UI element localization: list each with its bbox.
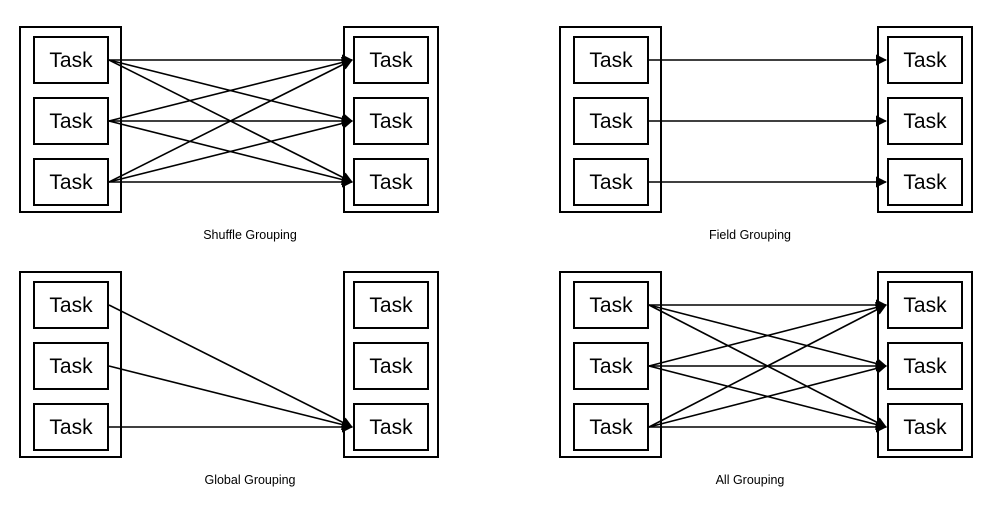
- source-task-2[interactable]: Task: [573, 97, 649, 145]
- caption-all-grouping: All Grouping: [715, 473, 785, 487]
- source-task-3[interactable]: Task: [573, 403, 649, 451]
- edge-1-to-2: [648, 304, 888, 369]
- source-task-1[interactable]: Task: [573, 36, 649, 84]
- target-task-2[interactable]: Task: [887, 97, 963, 145]
- caption-shuffle-grouping: Shuffle Grouping: [203, 228, 297, 242]
- quadrant-shuffle-grouping: Task Task Task Task Task Task Shuffle Gr…: [0, 0, 500, 262]
- target-task-1[interactable]: Task: [887, 36, 963, 84]
- edge-2-to-3: [108, 120, 354, 185]
- source-task-1[interactable]: Task: [573, 281, 649, 329]
- target-task-3[interactable]: Task: [887, 403, 963, 451]
- target-task-2[interactable]: Task: [887, 342, 963, 390]
- target-task-3[interactable]: Task: [353, 403, 429, 451]
- target-task-1[interactable]: Task: [887, 281, 963, 329]
- target-task-2[interactable]: Task: [353, 342, 429, 390]
- edge-3-to-1: [108, 59, 354, 183]
- edge-2-to-1: [108, 57, 354, 122]
- caption-global-grouping: Global Grouping: [204, 473, 296, 487]
- edge-3-to-2: [648, 363, 888, 428]
- edge-1-to-3: [108, 304, 354, 428]
- target-task-2[interactable]: Task: [353, 97, 429, 145]
- source-task-3[interactable]: Task: [33, 403, 109, 451]
- source-task-3[interactable]: Task: [33, 158, 109, 206]
- target-task-1[interactable]: Task: [353, 281, 429, 329]
- source-task-2[interactable]: Task: [573, 342, 649, 390]
- caption-field-grouping: Field Grouping: [709, 228, 791, 242]
- source-task-1[interactable]: Task: [33, 281, 109, 329]
- edge-2-to-3: [108, 365, 354, 430]
- target-task-3[interactable]: Task: [887, 158, 963, 206]
- edge-1-to-3: [648, 304, 887, 428]
- edge-3-to-1: [648, 304, 887, 428]
- target-task-1[interactable]: Task: [353, 36, 429, 84]
- source-task-1[interactable]: Task: [33, 36, 109, 84]
- quadrant-global-grouping: Task Task Task Task Task Task Global Gro…: [0, 262, 500, 524]
- edge-2-to-1: [648, 302, 888, 367]
- edge-1-to-2: [108, 59, 354, 124]
- edge-3-to-2: [108, 118, 354, 183]
- source-task-2[interactable]: Task: [33, 342, 109, 390]
- edge-1-to-3: [108, 59, 354, 183]
- quadrant-all-grouping: Task Task Task Task Task Task All Groupi…: [500, 262, 1000, 524]
- quadrant-field-grouping: Task Task Task Task Task Task Field Grou…: [500, 0, 1000, 262]
- source-task-2[interactable]: Task: [33, 97, 109, 145]
- target-task-3[interactable]: Task: [353, 158, 429, 206]
- source-task-3[interactable]: Task: [573, 158, 649, 206]
- edge-2-to-3: [648, 365, 888, 430]
